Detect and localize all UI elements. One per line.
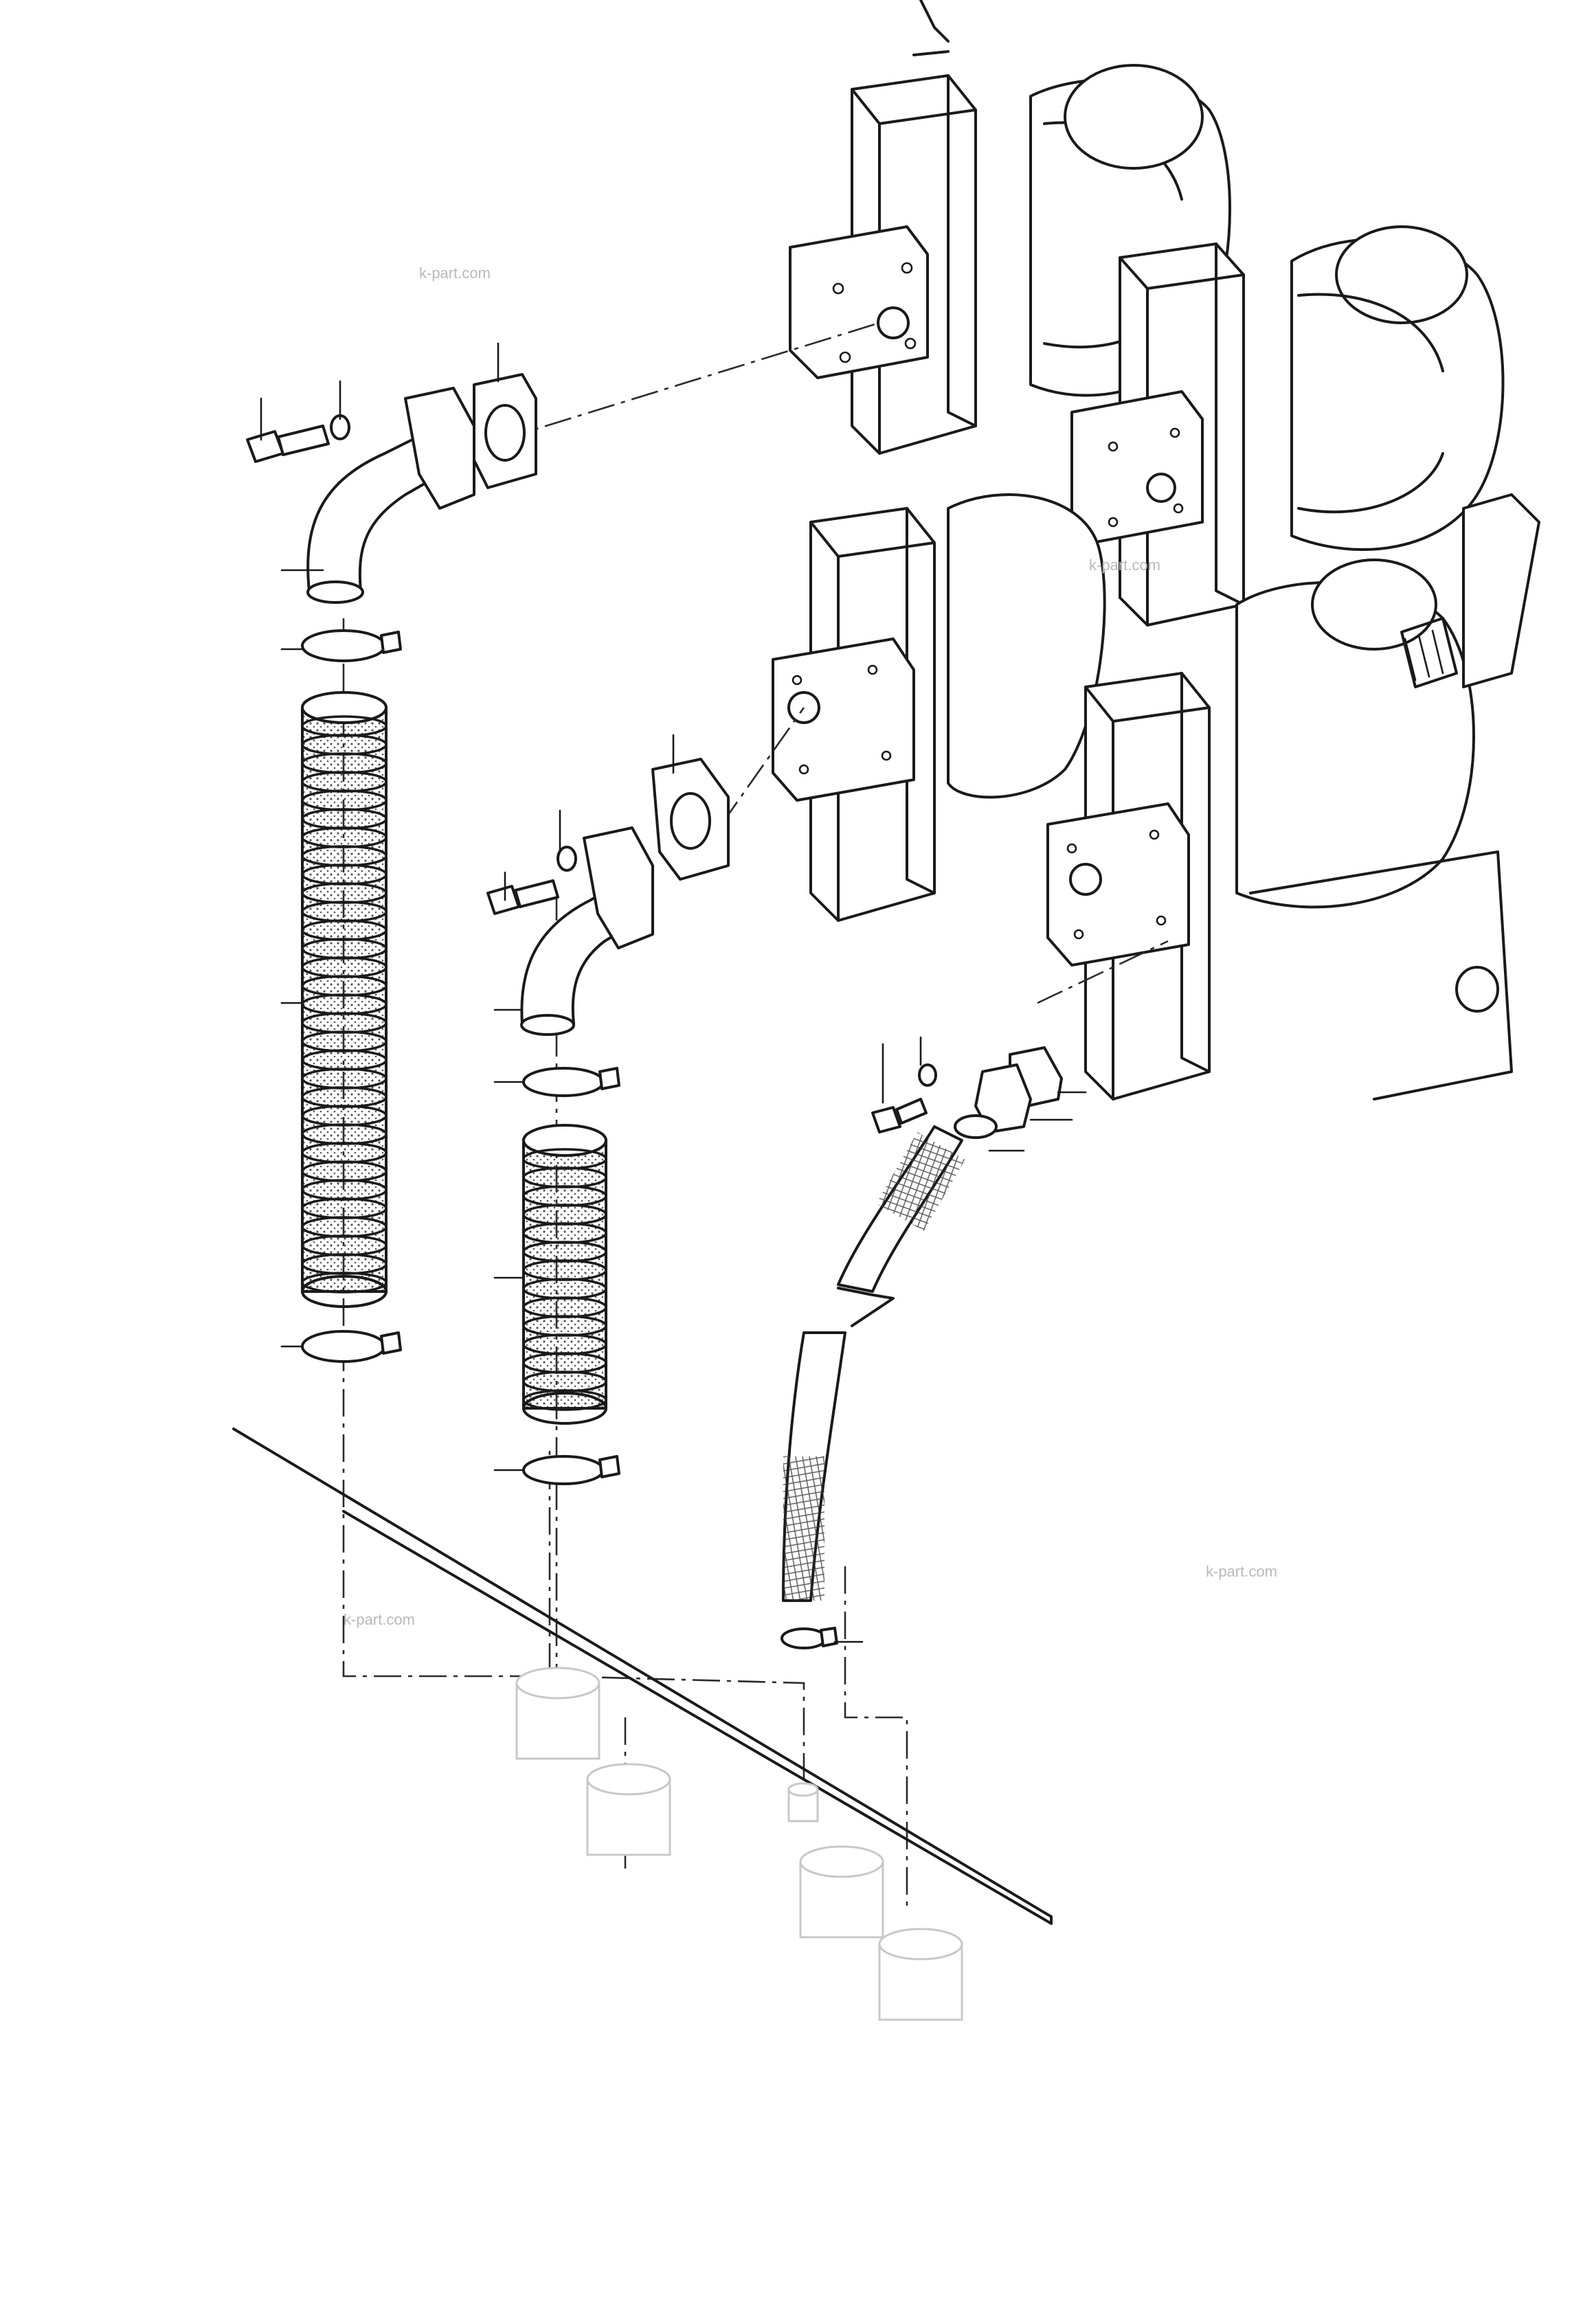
bolt-middle	[486, 879, 559, 915]
assembly-center-lines	[342, 321, 1169, 1910]
engine-turbocharger-assembly	[772, 0, 1540, 1101]
bellows-left-ring	[301, 1272, 388, 1294]
hose-clamp-right-lower	[781, 1627, 827, 1649]
cap-small	[787, 1782, 819, 1823]
frame-plate	[1249, 850, 1513, 1101]
bolt-right	[871, 1098, 928, 1133]
hose-clamp-middle-upper	[522, 1067, 605, 1097]
watermarks: k-part.com k-part.com k-part.com k-part.…	[344, 264, 1277, 1628]
watermark-1: k-part.com	[419, 264, 491, 282]
left-exhaust-line	[246, 373, 537, 1363]
hose-clamp-right-upper	[954, 1114, 998, 1139]
turbocharger-top	[789, 64, 1231, 455]
cap-1	[515, 1667, 600, 1760]
bolt-left	[246, 425, 330, 463]
callout-leaders	[260, 342, 1087, 1643]
hose-clamp-left-lower	[301, 1330, 386, 1363]
right-drain-hose-line	[781, 1046, 1063, 1649]
turbocharger-bottom	[1046, 493, 1540, 1101]
flex-bellows-left	[301, 691, 388, 1308]
cap-4	[878, 1928, 963, 2021]
bellows-middle-ring	[522, 1389, 607, 1411]
middle-exhaust-line	[486, 758, 730, 1485]
hose-clamp-middle-lower	[522, 1455, 605, 1485]
adapter-right	[974, 1063, 1032, 1133]
watermark-3: k-part.com	[1206, 1563, 1277, 1580]
washer-middle	[557, 846, 577, 872]
exhaust-manifold-left	[772, 493, 1106, 922]
washer-right	[918, 1063, 937, 1087]
ghost-caps	[515, 1667, 963, 2021]
base-outline	[232, 1428, 1053, 1925]
cap-3	[799, 1845, 884, 1939]
hose-clamp-left-upper	[301, 629, 386, 662]
cap-2	[586, 1763, 671, 1856]
flange-middle	[583, 826, 654, 949]
turbocharger-middle	[1070, 225, 1505, 627]
gasket-middle	[651, 758, 730, 881]
flange-left	[404, 387, 475, 510]
top-bracket	[912, 0, 950, 56]
watermark-2: k-part.com	[1089, 556, 1160, 574]
watermark-4: k-part.com	[344, 1611, 415, 1628]
gasket-left	[473, 373, 537, 489]
